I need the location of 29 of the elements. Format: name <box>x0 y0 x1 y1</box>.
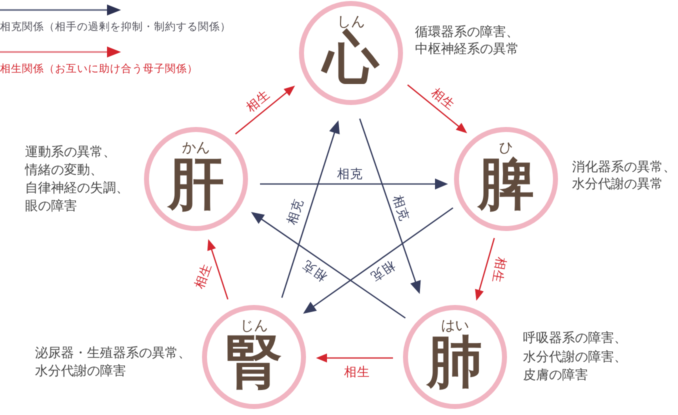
reading-label: じん <box>240 318 268 334</box>
legend-label: 相克関係（相手の過剰を抑制・制約する関係） <box>0 20 231 34</box>
edge-label: 相克 <box>336 167 364 181</box>
arrow <box>251 212 406 319</box>
arrow <box>207 239 228 300</box>
arrow <box>407 84 468 134</box>
node-caption: 呼吸器系の障害、水分代謝の障害、皮膚の障害 <box>523 330 628 385</box>
node-caption: 運動系の異常、情緒の変動、自律神経の失調、眼の障害 <box>25 144 130 216</box>
node-caption: 循環器系の障害、中枢神経系の異常 <box>415 24 520 58</box>
reading-label: ひ <box>499 140 513 156</box>
node-caption: 泌尿器・生殖器系の異常、水分代謝の障害 <box>35 345 192 381</box>
arrow <box>316 354 393 362</box>
edge-label: 相克 <box>284 196 306 228</box>
reading-label: かん <box>182 140 210 156</box>
kanji-label: 肺 <box>427 335 483 391</box>
arrow <box>475 238 495 301</box>
kanji-label: 肝 <box>168 157 224 213</box>
arrow <box>303 207 454 314</box>
legend-label: 相生関係（お互いに助け合う母子関係） <box>0 62 198 76</box>
reading-label: はい <box>441 318 469 334</box>
kanji-label: 腎 <box>226 335 282 391</box>
arrow <box>281 120 340 298</box>
edge-label: 相克 <box>390 192 412 224</box>
arrow <box>235 86 296 135</box>
arrow <box>359 118 421 294</box>
node-caption: 消化器系の異常、水分代謝の異常 <box>572 159 677 193</box>
kanji-label: 脾 <box>478 157 534 213</box>
arrow <box>260 178 448 190</box>
edge-label: 相生 <box>342 365 371 379</box>
